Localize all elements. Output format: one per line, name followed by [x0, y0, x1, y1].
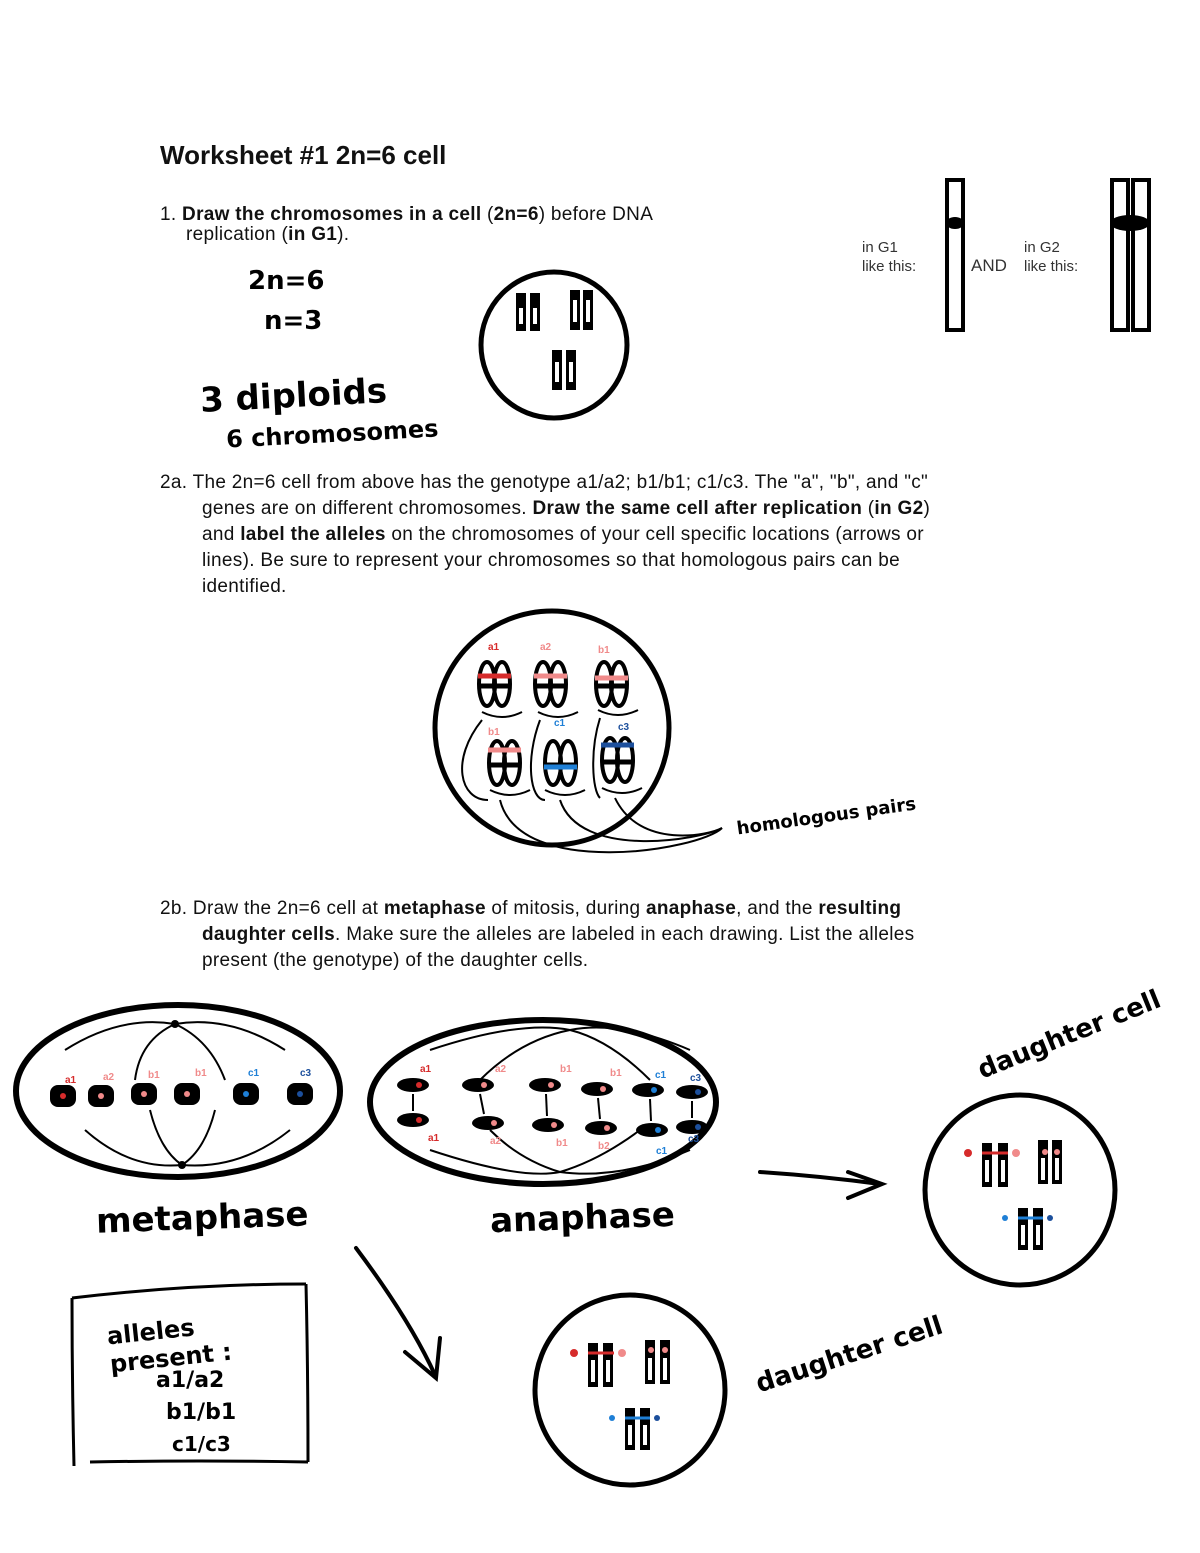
anaphase-bottom-c1: c1 [656, 1146, 668, 1157]
anaphase-bottom-c3: c3 [688, 1134, 700, 1145]
q1-text-1: ( [487, 204, 494, 225]
allele-b: b1/b1 [166, 1400, 237, 1425]
q1-text-3: replication ( [186, 224, 289, 245]
note-2n: 2n=6 [248, 266, 325, 296]
anaphase-bottom-a1: a1 [428, 1133, 440, 1144]
q1-text-4: ). [337, 224, 350, 245]
anaphase-bottom-a2: a2 [490, 1136, 502, 1147]
metaphase-label-b1-b: b1 [195, 1068, 207, 1079]
q2a-text-1: The 2n=6 cell from above has the genotyp… [192, 472, 929, 493]
q1-bold-1: Draw the chromosomes in a cell [182, 204, 482, 225]
anaphase-top-a2: a2 [495, 1064, 507, 1075]
g2-label-b1-top: b1 [598, 645, 610, 656]
anaphase-bottom-b1: b1 [556, 1138, 568, 1149]
arrow-to-daughter-2 [354, 1246, 442, 1382]
question-2b: 2b. Draw the 2n=6 cell at metaphase of m… [160, 898, 915, 971]
g1-cell [478, 269, 630, 421]
g2-cell: a1 a2 b1 b1 c1 c3 [432, 608, 723, 854]
g2-reference-label: in G2 like this: [1024, 239, 1079, 275]
anaphase-top-c1: c1 [655, 1070, 667, 1081]
g2-label-b1-bottom: b1 [488, 727, 500, 738]
metaphase-label-c3: c3 [300, 1068, 312, 1079]
allele-c: c1/c3 [172, 1432, 231, 1456]
metaphase-label-b1-a: b1 [148, 1070, 160, 1081]
g1-reference-label: in G1 like this: [862, 239, 917, 275]
g2-label-a2: a2 [540, 642, 552, 653]
metaphase-label-a1: a1 [65, 1075, 77, 1086]
g2-label-a1: a1 [488, 642, 500, 653]
metaphase-cell: a1 a2 b1 b1 c1 c3 [13, 1002, 343, 1180]
metaphase-label-c1: c1 [248, 1068, 260, 1079]
and-label: AND [971, 256, 1007, 275]
g1-chromosome-reference [945, 178, 965, 332]
q1-bold-2: 2n=6 [493, 204, 539, 225]
anaphase-cell: a1 a2 b1 b1 c1 c3 a1 a2 b1 b2 c1 c3 [367, 1017, 719, 1187]
q1-text-2: ) before DNA [538, 204, 654, 225]
note-n: n=3 [264, 306, 323, 336]
anaphase-top-b1-b: b1 [610, 1068, 622, 1079]
metaphase-label-a2: a2 [103, 1072, 115, 1083]
q2a-number: 2a. [160, 472, 188, 493]
daughter-cell-2 [532, 1292, 728, 1488]
worksheet-title: Worksheet #1 2n=6 cell [160, 140, 447, 170]
arrow-to-daughter-1 [758, 1170, 888, 1200]
anaphase-top-c3: c3 [690, 1073, 702, 1084]
q1-number: 1. [160, 204, 177, 225]
alleles-present-box: alleles present : a1/a2 b1/b1 c1/c3 [72, 1284, 308, 1462]
allele-a: a1/a2 [156, 1368, 225, 1393]
anaphase-top-a1: a1 [420, 1064, 432, 1075]
question-1: 1. Draw the chromosomes in a cell (2n=6)… [160, 202, 780, 248]
q1-bold-3: in G1 [288, 224, 338, 245]
g2-label-c1: c1 [554, 718, 566, 729]
question-2a: 2a. The 2n=6 cell from above has the gen… [160, 472, 931, 597]
anaphase-bottom-b2: b2 [598, 1141, 610, 1152]
g2-chromosome-reference [1110, 178, 1151, 332]
alleles-box-border [70, 1282, 310, 1467]
g2-label-c3: c3 [618, 722, 630, 733]
daughter-cell-1 [922, 1092, 1118, 1288]
anaphase-top-b1-a: b1 [560, 1064, 572, 1075]
